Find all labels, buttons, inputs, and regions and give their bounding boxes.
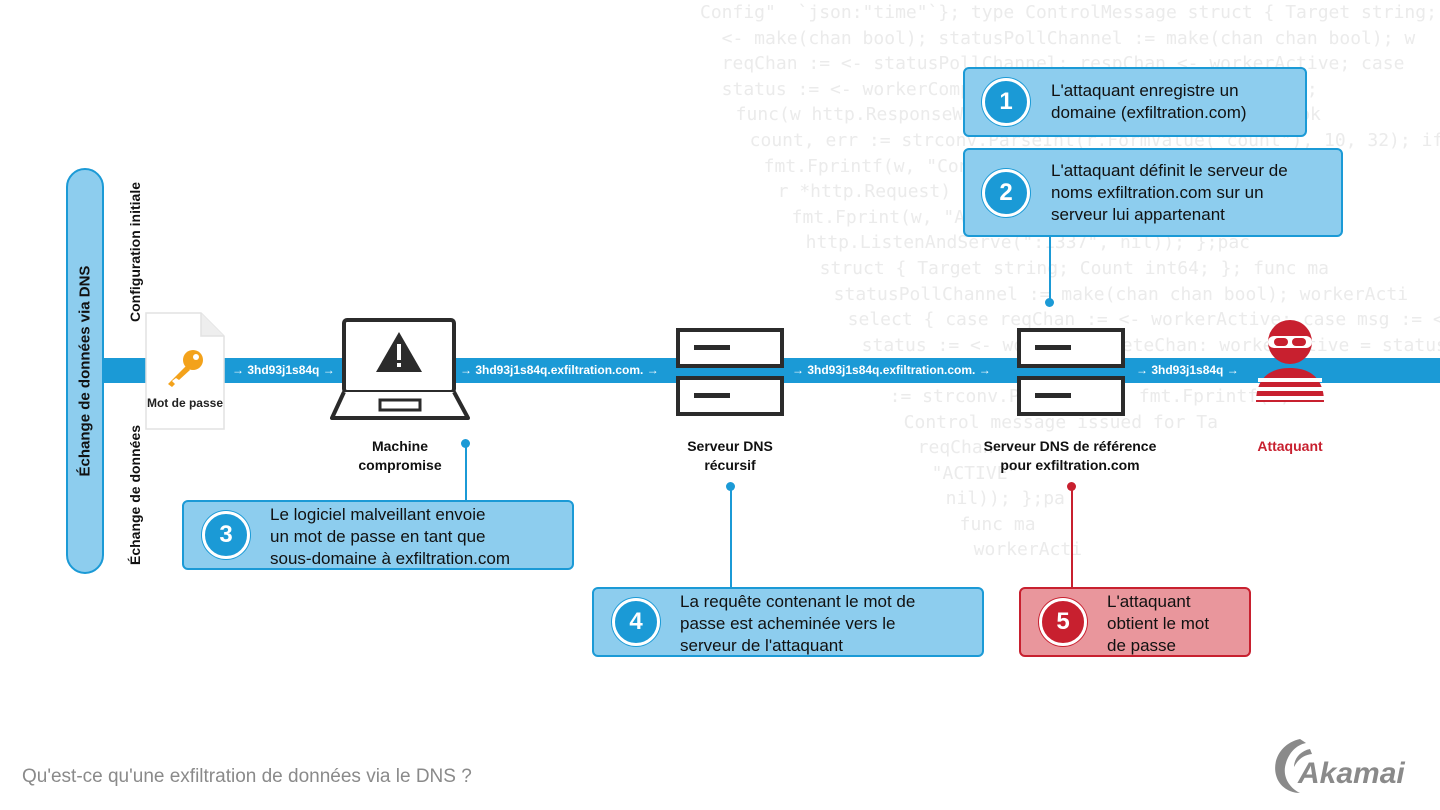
flow-label-2: → 3hd93j1s84q.exfiltration.com. → [460, 363, 659, 377]
code-line: "ACTIVE" [910, 462, 1019, 484]
svg-text:Akamai: Akamai [1297, 757, 1405, 790]
akamai-logo: Akamai [1275, 739, 1405, 793]
flow-label-1: → 3hd93j1s84q → [232, 363, 335, 377]
connector-step-3 [465, 446, 467, 501]
hacker-icon [1256, 320, 1324, 402]
code-line: struct { Target string; Count int64; }; … [798, 257, 1330, 279]
step-4-callout: 4 La requête contenant le mot de passe e… [592, 587, 984, 657]
node-recursive-label: Serveur DNS récursif [687, 438, 773, 473]
step-3-text: Le logiciel malveillant envoie un mot de… [270, 505, 511, 568]
node-authoritative-label: Serveur DNS de référence pour exfiltrati… [983, 438, 1157, 473]
code-line: workerActi [952, 539, 1083, 561]
connector-dot-5 [1067, 482, 1076, 491]
recursive-server-icon [676, 328, 784, 416]
connector-dot-2 [1045, 298, 1054, 307]
exchange-side-pill [66, 168, 104, 574]
side-exchange-label: Échange de données [127, 424, 143, 566]
step-2-text: L'attaquant définit le serveur de noms e… [1051, 161, 1288, 224]
document-label: Mot de passe [146, 396, 224, 410]
step-5-text: L'attaquant obtient le mot de passe [1107, 592, 1210, 655]
code-line: Control message issued for Ta [882, 411, 1218, 433]
side-outer-label: Échange de données via DNS [76, 265, 94, 477]
step-5-callout: 5 L'attaquant obtient le mot de passe [1019, 587, 1251, 657]
connector-step-5 [1071, 489, 1073, 587]
step-1-number: 1 [982, 78, 1030, 126]
code-line: count, err := strconv.ParseInt(r.FormVal… [749, 129, 1440, 151]
code-line: <- make(chan bool); statusPollChannel :=… [700, 27, 1416, 49]
connector-step-4 [730, 489, 732, 587]
step-3-number: 3 [202, 511, 250, 559]
authoritative-server-icon [1017, 328, 1125, 416]
laptop-warning-icon [330, 318, 470, 420]
flow-label-4: → 3hd93j1s84q → [1136, 363, 1239, 377]
step-5-number: 5 [1039, 598, 1087, 646]
step-1-text: L'attaquant enregistre un domaine (exfil… [1051, 81, 1247, 122]
code-line: select { case reqChan := <- workerActive… [826, 309, 1440, 331]
step-2-number: 2 [982, 169, 1030, 217]
step-1-callout: 1 L'attaquant enregistre un domaine (exf… [963, 67, 1307, 137]
code-line: statusPollChannel := make(chan chan bool… [812, 283, 1409, 305]
node-attacker-label: Attaquant [1257, 438, 1323, 454]
code-line: http.ListenAndServe(":1337", nil)); };pa… [784, 232, 1250, 254]
connector-dot-4 [726, 482, 735, 491]
node-machine-label: Machine compromise [358, 438, 442, 473]
step-4-text: La requête contenant le mot de passe est… [680, 592, 916, 655]
flow-label-3: → 3hd93j1s84q.exfiltration.com. → [792, 363, 991, 377]
code-line: Config" `json:"time"`}; type ControlMess… [700, 2, 1440, 23]
side-setup-label: Configuration initiale [127, 182, 143, 322]
code-line: nil)); };pa [924, 488, 1065, 510]
code-line: reqChan [896, 437, 994, 459]
step-4-number: 4 [612, 598, 660, 646]
footer-title: Qu'est-ce qu'une exfiltration de données… [22, 766, 472, 787]
step-2-callout: 2 L'attaquant définit le serveur de noms… [963, 148, 1343, 237]
connector-step-2 [1049, 236, 1051, 302]
code-line: func ma [938, 513, 1036, 535]
step-3-callout: 3 Le logiciel malveillant envoie un mot … [182, 500, 574, 570]
connector-dot-3 [461, 439, 470, 448]
key-icon [168, 350, 203, 387]
